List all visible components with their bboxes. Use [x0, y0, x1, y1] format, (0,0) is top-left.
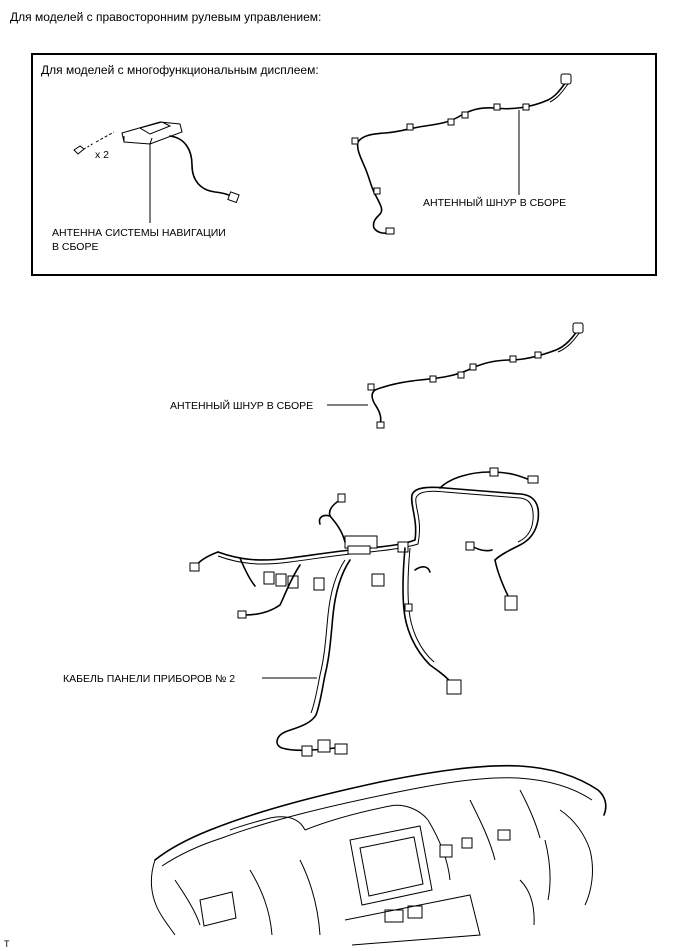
nav-antenna-label-line2: В СБОРЕ	[52, 241, 99, 253]
screw-icon	[73, 131, 115, 155]
nav-antenna-label-line1: АНТЕННА СИСТЕМЫ НАВИГАЦИИ	[52, 227, 226, 239]
inset-antenna-cord-label: АНТЕННЫЙ ШНУР В СБОРЕ	[423, 197, 567, 209]
nav-antenna-assembly	[73, 121, 240, 223]
inset-box	[31, 53, 657, 276]
corner-mark: T	[4, 939, 10, 949]
antenna-cord-label: АНТЕННЫЙ ШНУР В СБОРЕ	[170, 400, 314, 412]
instrument-panel-harness	[189, 467, 540, 757]
page-title: Для моделей с правосторонним рулевым упр…	[10, 10, 322, 24]
inset-title: Для моделей с многофункциональным диспле…	[41, 63, 319, 77]
dashboard-outline	[150, 764, 607, 946]
harness-label: КАБЕЛЬ ПАНЕЛИ ПРИБОРОВ № 2	[63, 673, 236, 685]
screw-count-label: x 2	[95, 149, 110, 161]
antenna-cord	[327, 322, 584, 429]
inset-antenna-cord	[351, 73, 572, 235]
